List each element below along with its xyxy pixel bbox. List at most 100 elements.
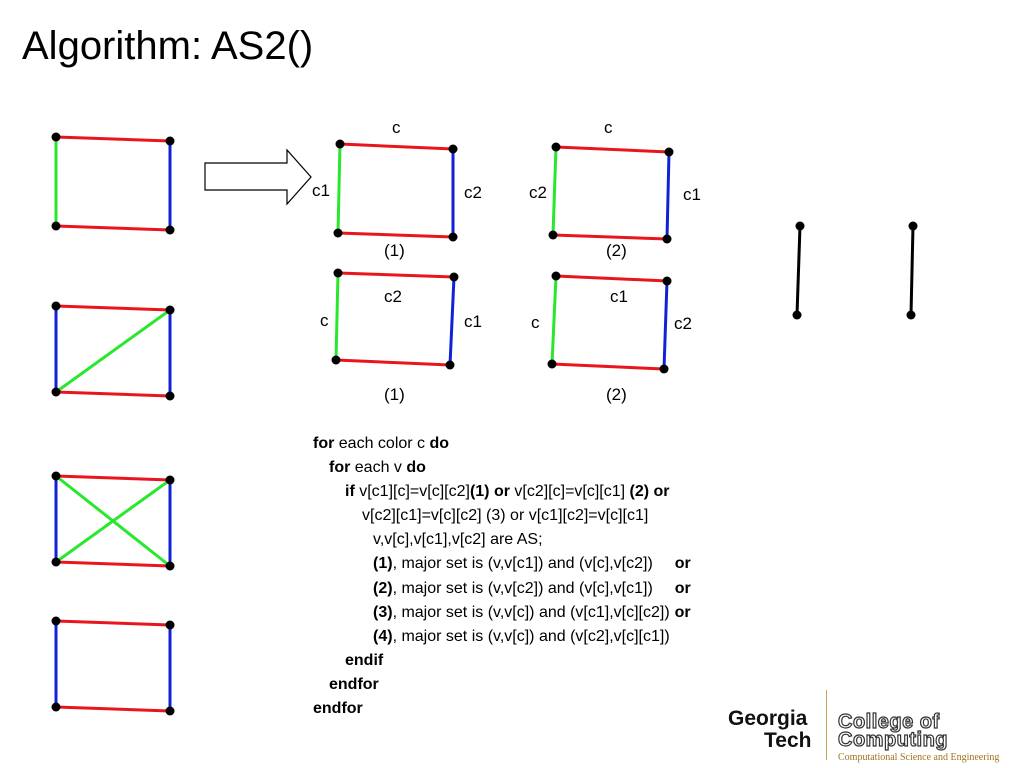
- vertex: [449, 272, 459, 282]
- edge-green: [550, 274, 558, 366]
- q3-label-left: c: [320, 311, 329, 330]
- code-line: (1), major set is (v,v[c1]) and (v[c],v[…: [373, 555, 691, 573]
- q3-label-top: c2: [384, 287, 402, 306]
- vertex: [333, 268, 343, 278]
- edge-red: [554, 274, 669, 283]
- edge-red: [550, 362, 666, 371]
- code-line: v,v[c],v[c1],v[c2] are AS;: [373, 531, 543, 549]
- vertex: [795, 221, 805, 231]
- code-line: endif: [345, 651, 384, 669]
- vertex: [662, 234, 672, 244]
- code-line: (2), major set is (v,v[c2]) and (v[c],v[…: [373, 579, 691, 597]
- edge-blue: [662, 279, 669, 371]
- vertex: [165, 561, 175, 571]
- edge-red: [336, 231, 455, 239]
- pseudocode-block: for each color c do for each v do if v[c…: [313, 432, 691, 721]
- vertex: [165, 620, 175, 630]
- vertex: [51, 471, 61, 481]
- vertex: [551, 142, 561, 152]
- vertex: [51, 702, 61, 712]
- edge-red: [54, 390, 172, 398]
- vertex: [547, 359, 557, 369]
- edge-red: [54, 560, 172, 568]
- q1-label-top: c: [392, 118, 401, 137]
- q4-label-right: c2: [674, 314, 692, 333]
- logo-tech: Tech: [764, 729, 812, 752]
- vertex: [165, 136, 175, 146]
- vertex: [51, 387, 61, 397]
- arrow-icon: [204, 148, 312, 206]
- q1-label-left: c1: [312, 181, 330, 200]
- vertex: [165, 225, 175, 235]
- vertex: [331, 355, 341, 365]
- q1-label-right: c2: [464, 183, 482, 202]
- edge-red: [54, 135, 172, 143]
- edge-green: [551, 145, 558, 237]
- code-line: for each color c do: [313, 435, 450, 452]
- georgia-tech-logo: Georgia Tech College of Computing Comput…: [726, 688, 1021, 764]
- vertex: [51, 616, 61, 626]
- edge-green: [54, 308, 172, 394]
- vertex: [662, 276, 672, 286]
- q2-caption: (2): [606, 241, 627, 260]
- logo-tagline: Computational Science and Engineering: [838, 752, 1000, 763]
- edge-blue: [448, 275, 456, 367]
- edge-red: [338, 142, 455, 151]
- vertex: [664, 147, 674, 157]
- q2-label-top: c: [604, 118, 613, 137]
- code-line: (4), major set is (v,v[c]) and (v[c2],v[…: [373, 627, 670, 645]
- logo-computing: Computing: [837, 729, 949, 751]
- edge-green: [54, 478, 172, 564]
- vertex: [792, 310, 802, 320]
- vertex: [659, 364, 669, 374]
- edge-green: [336, 142, 342, 235]
- vertex: [551, 271, 561, 281]
- q4-label-top: c1: [610, 287, 628, 306]
- vertex: [165, 391, 175, 401]
- code-line: (3), major set is (v,v[c]) and (v[c1],v[…: [373, 603, 691, 621]
- code-line: if v[c1][c]=v[c][c2](1) or v[c2][c]=v[c]…: [345, 483, 670, 501]
- vertex: [448, 144, 458, 154]
- vertex: [333, 228, 343, 238]
- edge-red: [54, 474, 172, 482]
- vertex: [906, 310, 916, 320]
- q2-label-left: c2: [529, 183, 547, 202]
- vertex: [445, 360, 455, 370]
- slide-title: Algorithm: AS2(): [22, 24, 314, 68]
- vertex: [51, 557, 61, 567]
- edge-red: [54, 619, 172, 627]
- edge-green: [334, 271, 340, 362]
- q1-caption: (1): [384, 241, 405, 260]
- logo-college-of: College of: [837, 711, 940, 733]
- q4-caption: (2): [606, 385, 627, 404]
- vertex: [908, 221, 918, 231]
- edge-red: [336, 271, 456, 279]
- code-line: v[c2][c1]=v[c][c2] (3) or v[c1][c2]=v[c]…: [362, 507, 649, 525]
- vertex: [548, 230, 558, 240]
- edge-red: [334, 358, 452, 367]
- logo-georgia: Georgia: [728, 707, 808, 730]
- edge-red: [54, 705, 172, 713]
- edge-red: [554, 145, 671, 154]
- edge-black: [795, 224, 802, 317]
- q3-label-right: c1: [464, 312, 482, 331]
- vertex: [448, 232, 458, 242]
- q4-label-left: c: [531, 313, 540, 332]
- logo-divider: [826, 690, 827, 760]
- edge-blue: [665, 150, 671, 241]
- vertex: [51, 301, 61, 311]
- vertex: [51, 221, 61, 231]
- edge-red: [54, 304, 172, 312]
- vertex: [335, 139, 345, 149]
- edge-red: [551, 233, 669, 241]
- edge-red: [54, 224, 172, 232]
- edge-black: [909, 224, 915, 317]
- code-line: for each v do: [329, 459, 426, 477]
- code-line: endfor: [313, 700, 363, 718]
- vertex: [51, 132, 61, 142]
- q2-label-right: c1: [683, 185, 701, 204]
- q3-caption: (1): [384, 385, 405, 404]
- code-line: endfor: [329, 675, 379, 693]
- vertex: [165, 475, 175, 485]
